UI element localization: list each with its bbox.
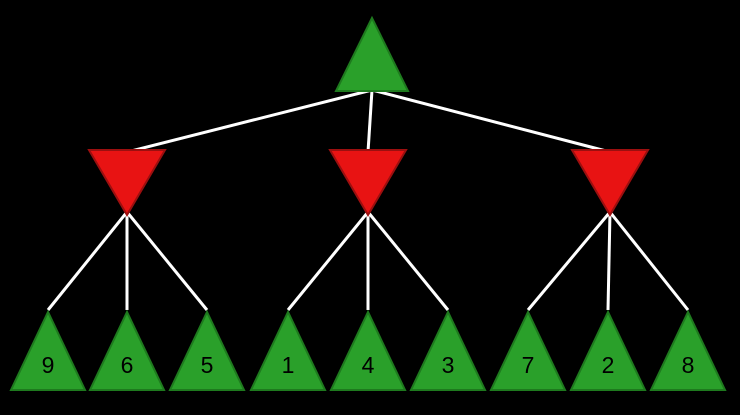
leaf-value-1: 9 xyxy=(42,352,55,378)
leaf-value-9: 8 xyxy=(682,352,695,378)
min-node-2 xyxy=(328,149,408,217)
leaf-value-6: 3 xyxy=(442,352,455,378)
leaf-node-7 xyxy=(489,309,567,391)
min-node-3 xyxy=(570,149,650,217)
edge-min-2-leaf-6 xyxy=(366,211,450,311)
leaf-node-9 xyxy=(649,309,727,391)
leaf-node-1 xyxy=(9,309,87,391)
edge-min-2-leaf-4 xyxy=(286,211,370,311)
leaf-value-5: 4 xyxy=(362,352,375,378)
edge-min-3-leaf-7 xyxy=(526,211,612,311)
leaf-value-7: 7 xyxy=(522,352,535,378)
min-node-1 xyxy=(87,149,167,217)
leaf-value-8: 2 xyxy=(602,352,615,378)
edge-root-min-1 xyxy=(126,88,373,154)
edge-min-3-leaf-9 xyxy=(608,211,690,311)
leaf-value-3: 5 xyxy=(201,352,214,378)
leaf-node-5 xyxy=(329,309,407,391)
leaf-value-2: 6 xyxy=(121,352,134,378)
leaf-node-3 xyxy=(168,309,246,391)
edge-root-min-2 xyxy=(366,89,374,153)
leaf-node-8 xyxy=(569,309,647,391)
edge-min-3-leaf-8 xyxy=(606,211,612,311)
leaf-node-2 xyxy=(88,309,166,391)
edge-root-min-3 xyxy=(371,88,611,154)
leaf-node-6 xyxy=(409,309,487,391)
leaf-node-4 xyxy=(249,309,327,391)
max-node-root xyxy=(334,15,410,92)
edge-min-1-leaf-1 xyxy=(46,211,129,311)
edge-min-1-leaf-3 xyxy=(125,211,209,311)
leaf-value-4: 1 xyxy=(282,352,295,378)
